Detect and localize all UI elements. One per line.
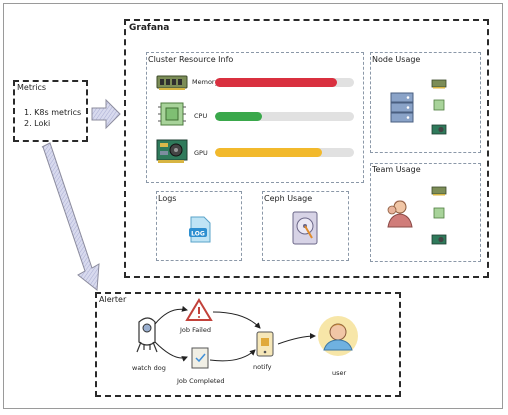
team-usage-title: Team Usage xyxy=(372,165,421,174)
log-icon-text: LOG xyxy=(191,231,205,238)
cluster-resource-panel: Cluster Resource Info xyxy=(146,52,364,183)
watchdog-to-completed-arrow xyxy=(154,341,188,362)
logs-title: Logs xyxy=(158,194,177,203)
cpu-chip-icon xyxy=(158,102,186,126)
memory-usage-fill xyxy=(215,78,338,87)
resource-icons xyxy=(156,75,188,163)
server-icon xyxy=(390,92,414,123)
metrics-title: Metrics xyxy=(17,83,47,92)
failed-to-notify-arrow xyxy=(212,311,261,329)
metrics-to-alerter-arrow xyxy=(41,142,100,291)
team-gpu-icon xyxy=(431,234,447,245)
cpu-label: CPU xyxy=(194,112,208,120)
alerter-title: Alerter xyxy=(99,295,127,304)
completed-document-icon xyxy=(191,347,209,369)
watchdog-to-failed-arrow xyxy=(154,305,188,325)
watchdog-robot-icon xyxy=(136,317,158,353)
team-person-icon xyxy=(387,200,413,228)
gpu-usage-fill xyxy=(215,148,323,157)
user-label: user xyxy=(332,369,347,377)
gpu-label: GPU xyxy=(194,149,208,157)
metrics-to-grafana-arrow xyxy=(91,98,121,130)
node-cpu-icon xyxy=(433,99,445,111)
memory-label: Memory xyxy=(192,78,219,86)
memory-icon xyxy=(156,75,188,90)
node-usage-title: Node Usage xyxy=(372,55,421,64)
alerter-box: Alerter xyxy=(95,292,401,397)
node-memory-icon xyxy=(431,79,447,89)
job-failed-label: Job Failed xyxy=(180,326,211,334)
job-completed-label: Job Completed xyxy=(177,377,225,385)
logs-panel: Logs xyxy=(156,191,242,261)
gpu-usage-bar xyxy=(215,148,354,157)
cluster-panel-title: Cluster Resource Info xyxy=(148,55,234,64)
hard-disk-icon xyxy=(292,211,318,245)
node-gpu-icon xyxy=(431,124,447,135)
watchdog-label: watch dog xyxy=(132,364,166,372)
notify-phone-icon xyxy=(256,331,274,357)
alerter-flow xyxy=(136,298,358,369)
usage-icons xyxy=(387,79,447,245)
user-avatar-icon xyxy=(318,316,358,356)
warning-icon xyxy=(185,298,213,321)
gpu-card-icon xyxy=(156,139,188,163)
metrics-item-k8s: 1. K8s metrics xyxy=(24,108,82,117)
notify-label: notify xyxy=(253,363,272,371)
grafana-box: Grafana xyxy=(124,19,489,278)
cpu-usage-bar xyxy=(215,112,354,121)
cpu-usage-fill xyxy=(215,112,263,121)
ceph-usage-title: Ceph Usage xyxy=(264,194,313,203)
notify-to-user-arrow xyxy=(277,333,316,345)
ceph-usage-panel: Ceph Usage xyxy=(262,191,349,261)
grafana-title: Grafana xyxy=(129,23,170,33)
log-file-icon: LOG xyxy=(189,216,211,243)
diagram-frame xyxy=(3,3,503,409)
team-cpu-icon xyxy=(433,207,445,219)
completed-to-notify-arrow xyxy=(209,349,256,362)
memory-usage-bar xyxy=(215,78,354,87)
metrics-box: Metrics 1. K8s metrics 2. Loki xyxy=(13,80,88,142)
team-memory-icon xyxy=(431,186,447,196)
metrics-item-loki: 2. Loki xyxy=(24,119,51,128)
team-usage-panel: Team Usage xyxy=(370,163,481,262)
node-usage-panel: Node Usage xyxy=(370,52,481,153)
